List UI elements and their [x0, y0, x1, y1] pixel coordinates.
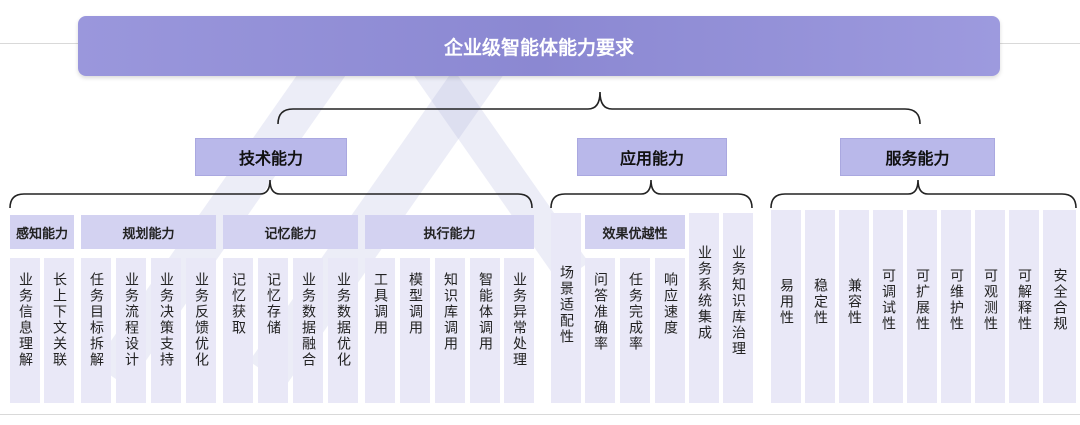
item-label: 业务反馈优化: [193, 272, 209, 368]
item-column: 业务决策支持: [151, 258, 181, 403]
item-label: 业务流程设计: [123, 272, 139, 368]
group-memory: 记忆能力: [223, 215, 358, 249]
item-label: 工具调用: [372, 272, 388, 336]
item-label: 知识库调用: [442, 272, 458, 352]
group-effectiveness: 效果优越性: [585, 215, 685, 249]
item-label: 业务系统集成: [696, 245, 712, 341]
item-label: 记忆存储: [265, 272, 281, 336]
item-label: 易用性: [778, 278, 794, 326]
item-column: 稳定性: [805, 210, 835, 403]
item-label: 响应速度: [662, 272, 678, 336]
item-column: 任务目标拆解: [81, 258, 111, 403]
item-label: 业务信息理解: [17, 272, 33, 368]
group-planning: 规划能力: [81, 215, 216, 249]
item-label: 可解释性: [1016, 268, 1032, 332]
item-column: 业务系统集成: [689, 213, 719, 403]
group-execution: 执行能力: [365, 215, 534, 249]
item-label: 稳定性: [812, 278, 828, 326]
item-column: 可观测性: [975, 210, 1005, 403]
item-column: 业务数据优化: [328, 258, 358, 403]
item-column: 记忆存储: [258, 258, 288, 403]
category-tech: 技术能力: [195, 138, 347, 176]
page-title: 企业级智能体能力要求: [78, 16, 1000, 76]
item-column: 业务流程设计: [116, 258, 146, 403]
item-column: 兼容性: [839, 210, 869, 403]
item-column: 知识库调用: [435, 258, 465, 403]
item-label: 任务目标拆解: [88, 272, 104, 368]
item-label: 任务完成率: [627, 272, 643, 352]
item-column: 任务完成率: [620, 258, 650, 403]
item-label: 业务数据优化: [335, 272, 351, 368]
item-label: 场景适配性: [558, 265, 574, 345]
item-column: 业务知识库治理: [723, 213, 753, 403]
item-column: 可调试性: [873, 210, 903, 403]
item-label: 安全合规: [1051, 268, 1068, 332]
item-column: 长上下文关联: [44, 258, 74, 403]
category-app: 应用能力: [577, 138, 727, 176]
category-service: 服务能力: [840, 138, 995, 176]
item-label: 问答准确率: [592, 272, 608, 352]
guide-line-bottom: [0, 414, 1080, 415]
item-label: 可扩展性: [914, 268, 930, 332]
item-column: 业务信息理解: [10, 258, 40, 403]
item-label: 长上下文关联: [51, 272, 67, 368]
item-column: 工具调用: [365, 258, 395, 403]
item-column: 模型调用: [400, 258, 430, 403]
item-column: 响应速度: [655, 258, 685, 403]
item-column: 记忆获取: [223, 258, 253, 403]
item-column: 业务数据融合: [293, 258, 323, 403]
item-label: 可调试性: [880, 268, 896, 332]
item-column: 可扩展性: [907, 210, 937, 403]
item-column: 可维护性: [941, 210, 971, 403]
item-label: 可观测性: [982, 268, 998, 332]
item-label: 业务数据融合: [300, 272, 316, 368]
item-column: 易用性: [771, 210, 801, 403]
item-column: 问答准确率: [585, 258, 615, 403]
item-column: 可解释性: [1009, 210, 1039, 403]
item-label: 业务知识库治理: [730, 245, 746, 357]
group-perception: 感知能力: [10, 215, 74, 249]
item-column: 业务异常处理: [504, 258, 534, 403]
item-label: 兼容性: [846, 278, 862, 326]
item-label: 业务异常处理: [511, 272, 527, 368]
item-column: 场景适配性: [551, 213, 581, 403]
item-label: 记忆获取: [230, 272, 246, 336]
item-column: 安全合规: [1043, 210, 1076, 403]
item-label: 智能体调用: [477, 272, 493, 352]
item-column: 业务反馈优化: [186, 258, 216, 403]
item-label: 模型调用: [407, 272, 423, 336]
item-column: 智能体调用: [470, 258, 500, 403]
item-label: 业务决策支持: [158, 272, 174, 368]
item-label: 可维护性: [948, 268, 964, 332]
